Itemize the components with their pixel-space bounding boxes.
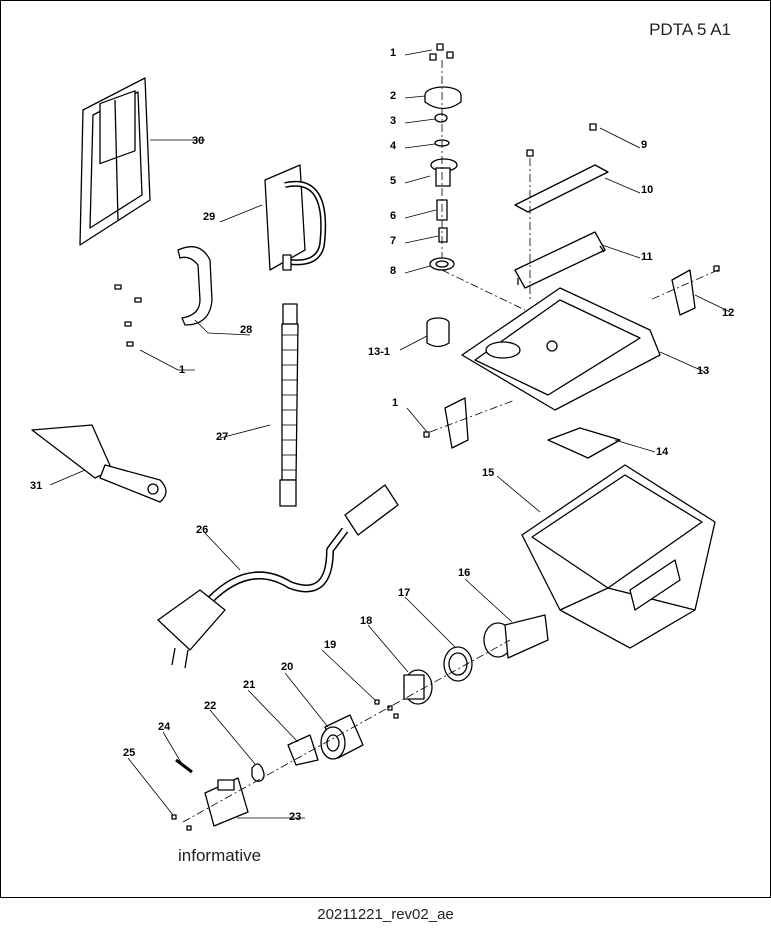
part-clip: [671, 265, 720, 316]
callout-6: 6: [390, 210, 396, 222]
callout-19: 19: [324, 639, 336, 651]
informative-note: informative: [178, 846, 262, 865]
callout-24: 24: [158, 721, 171, 733]
part-handle-bracket: [264, 164, 327, 271]
part-motor-cover: [483, 614, 549, 659]
part-rear-panel: [79, 77, 151, 246]
callout-31: 31: [30, 480, 42, 492]
part-tank: [521, 464, 716, 649]
callout-2: 2: [390, 90, 396, 102]
callout-27: 27: [216, 431, 228, 443]
callout-9: 9: [641, 139, 647, 151]
part-scraper: [31, 424, 167, 503]
part-gasket-plate: [547, 427, 621, 459]
callout-26: 26: [196, 524, 208, 536]
callout-20: 20: [281, 661, 293, 673]
part-handle: [177, 246, 213, 326]
leader-lines: [49, 49, 731, 819]
callout-4: 4: [390, 140, 397, 152]
callout-13-1: 13-1: [368, 346, 390, 358]
callout-1-left: 1: [179, 364, 185, 376]
part-left-screws: [114, 284, 142, 347]
part-motor: [320, 714, 364, 760]
callout-16: 16: [458, 567, 470, 579]
part-pin: [175, 758, 193, 774]
part-lid: [461, 287, 661, 411]
callout-17: 17: [398, 587, 410, 599]
part-side-clip: [423, 397, 469, 449]
part-top-stack: [424, 43, 462, 271]
callout-12: 12: [722, 307, 734, 319]
part-hose: [279, 303, 299, 507]
part-filter: [426, 317, 450, 348]
exploded-parts-diagram: 1 2 3 4 5 6 7 8 9 10 11 12 13 13-1 1 14 …: [30, 43, 734, 831]
part-bottom-screws: [171, 814, 192, 831]
callout-23: 23: [289, 811, 301, 823]
part-ring: [443, 646, 473, 682]
callout-14: 14: [656, 446, 669, 458]
callout-21: 21: [243, 679, 255, 691]
callout-13: 13: [697, 365, 709, 377]
revision-code: 20211221_rev02_ae: [317, 906, 454, 923]
callout-11: 11: [641, 251, 653, 263]
callout-25: 25: [123, 747, 135, 759]
callout-7: 7: [390, 235, 396, 247]
part-carry-handle: [514, 231, 606, 289]
part-switch-cover: [204, 777, 249, 827]
callout-1-lid: 1: [392, 397, 398, 409]
part-fan: [403, 669, 433, 705]
callout-15: 15: [482, 467, 494, 479]
callout-3: 3: [390, 115, 396, 127]
callout-29: 29: [203, 211, 215, 223]
part-power-cord: [157, 484, 399, 669]
assembly-axes: [182, 60, 719, 823]
model-name: PDTA 5 A1: [649, 20, 731, 39]
callout-22: 22: [204, 700, 216, 712]
part-handle-cover: [514, 123, 609, 213]
callout-5: 5: [390, 175, 396, 187]
part-spring: [251, 763, 265, 782]
callout-28: 28: [240, 324, 252, 336]
callout-8: 8: [390, 265, 396, 277]
part-screws: [374, 699, 399, 719]
callout-30: 30: [192, 135, 204, 147]
callout-1: 1: [390, 47, 396, 59]
callout-18: 18: [360, 615, 372, 627]
part-bracket: [287, 734, 319, 766]
callout-10: 10: [641, 184, 653, 196]
